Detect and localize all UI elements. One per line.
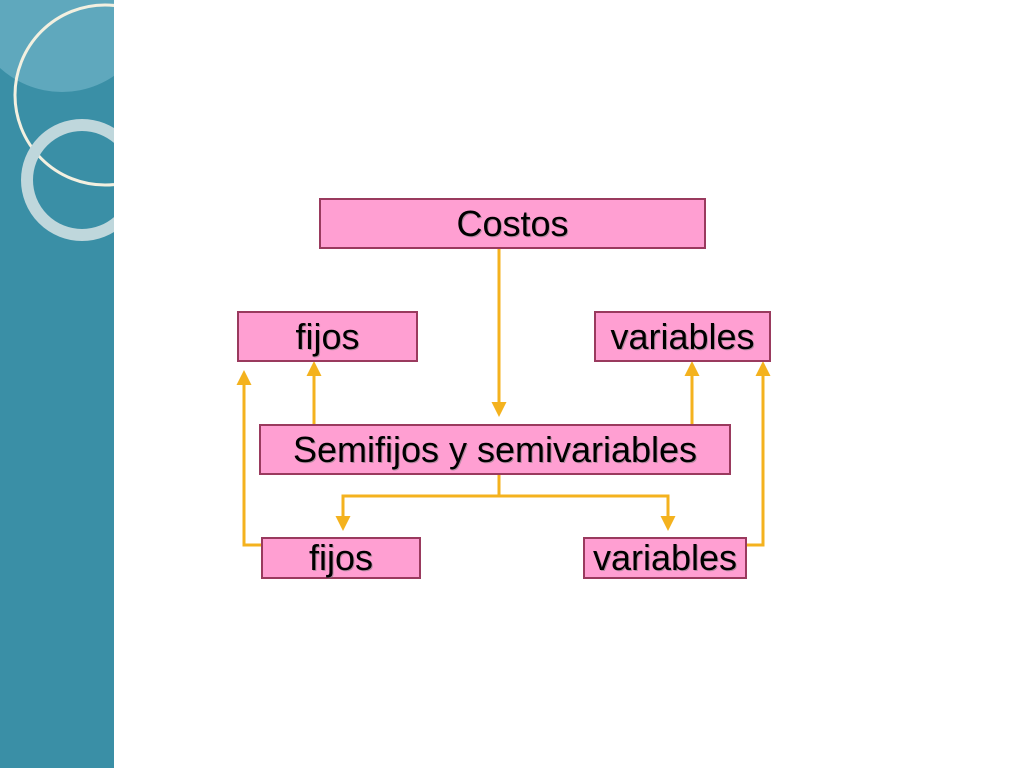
branch-semi-down (335, 475, 501, 531)
node-fijos-bottom: fijos (261, 537, 421, 579)
node-fijos-top-label: fijos (295, 315, 360, 357)
node-variables-bottom-label: variables (592, 537, 738, 578)
node-costos: Costos (319, 198, 706, 249)
decorative-rings (0, 0, 114, 241)
node-fijos-top: fijos (237, 311, 418, 362)
node-fijos-bottom-label: fijos (308, 537, 374, 578)
node-variables-top-label: variables (610, 315, 755, 357)
node-costos-label: Costos (456, 202, 569, 244)
decorative-sidebar (0, 0, 114, 768)
node-semifijos: Semifijos y semivariables (259, 424, 731, 475)
node-variables-top: variables (594, 311, 771, 362)
node-semifijos-label: Semifijos y semivariables (292, 428, 698, 470)
arrow-bottom-fijos-to-top-fijos (236, 370, 261, 547)
branch-semi-down-right (499, 494, 676, 531)
node-variables-bottom: variables (583, 537, 747, 579)
arrow-bottom-variables-to-top-variables (747, 361, 771, 547)
